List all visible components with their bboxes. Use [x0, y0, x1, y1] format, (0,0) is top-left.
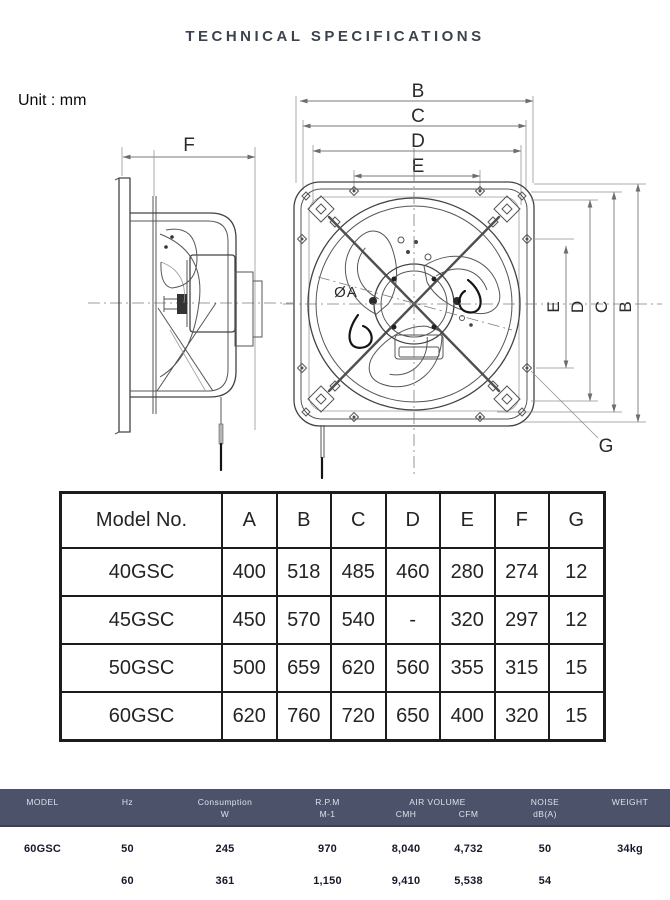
- diameter-label: ØA: [334, 284, 358, 301]
- value-cell: 320: [493, 691, 550, 742]
- value-cell: 320: [439, 595, 496, 645]
- dim-label-b-right: B: [616, 301, 635, 312]
- dim-label-d-right: D: [568, 301, 587, 313]
- dimensions-table: Model No. A B C D E F G 40GSC 400 518 48…: [59, 491, 606, 742]
- spec-row: 60 361 1,150 9,410 5,538 54: [0, 865, 670, 897]
- value-cell: 570: [275, 595, 332, 645]
- spec-col-model: MODEL: [26, 797, 59, 807]
- spec-model-value: 60GSC: [23, 843, 62, 855]
- spec-consumption-value: 245: [215, 843, 235, 855]
- spec-col-consumption: Consumption W: [197, 797, 253, 819]
- value-cell: 620: [330, 643, 387, 693]
- model-cell: 45GSC: [59, 595, 223, 645]
- table-row: 40GSC 400 518 485 460 280 274 12: [59, 547, 605, 597]
- technical-drawing: F: [88, 81, 662, 480]
- spec-hz-value: 60: [121, 875, 134, 887]
- spec-cfm-value: 4,732: [454, 843, 483, 855]
- spec-col-hz: Hz: [121, 797, 134, 807]
- model-cell: 40GSC: [59, 547, 223, 597]
- value-cell: 560: [384, 643, 441, 693]
- dim-label-f: F: [183, 135, 195, 156]
- spec-table-header: MODEL Hz Consumption W R.P.M M-1 AIR VOL…: [0, 789, 670, 827]
- value-cell: 355: [439, 643, 496, 693]
- side-view-drawing: F: [88, 135, 293, 472]
- value-cell: -: [384, 595, 441, 645]
- dim-label-c-right: C: [592, 301, 611, 313]
- value-cell: 400: [221, 547, 278, 597]
- spec-cmh-value: 9,410: [391, 875, 421, 887]
- value-cell: 760: [275, 691, 332, 742]
- value-cell: 540: [330, 595, 387, 645]
- spec-col-air-volume: AIR VOLUME CMH CFM: [395, 797, 479, 819]
- spec-row: 60GSC 50 245 970 8,040 4,732 50 34kg: [0, 833, 670, 865]
- dim-label-d-top: D: [411, 131, 425, 152]
- col-header-d: D: [384, 491, 441, 549]
- col-header-f: F: [493, 491, 550, 549]
- table-row: 60GSC 620 760 720 650 400 320 15: [59, 691, 605, 742]
- col-header-e: E: [439, 491, 496, 549]
- value-cell: 297: [493, 595, 550, 645]
- value-cell: 460: [384, 547, 441, 597]
- value-cell: 620: [221, 691, 278, 742]
- spec-rpm-value: 970: [318, 843, 337, 855]
- value-cell: 12: [548, 595, 605, 645]
- spec-noise-value: 50: [538, 843, 552, 855]
- table-row: 45GSC 450 570 540 - 320 297 12: [59, 595, 605, 645]
- front-view-drawing: B C D E: [283, 81, 662, 480]
- value-cell: 274: [493, 547, 550, 597]
- value-cell: 650: [384, 691, 441, 742]
- unit-label: Unit : mm: [18, 92, 87, 109]
- value-cell: 720: [330, 691, 387, 742]
- spec-cmh-value: 8,040: [391, 843, 421, 855]
- spec-col-noise: NOISE dB(A): [530, 797, 560, 819]
- dim-label-e-right: E: [544, 301, 563, 312]
- spec-air-volume-values: 8,040 4,732: [375, 843, 500, 855]
- spec-col-weight: WEIGHT: [611, 797, 649, 807]
- col-header-b: B: [275, 491, 332, 549]
- dim-label-e-top: E: [412, 156, 425, 177]
- col-header-a: A: [221, 491, 278, 549]
- dim-label-b-top: B: [412, 81, 425, 102]
- dimensions-table-header-row: Model No. A B C D E F G: [59, 491, 605, 549]
- spec-consumption-value: 361: [215, 875, 235, 887]
- value-cell: 315: [493, 643, 550, 693]
- value-cell: 659: [275, 643, 332, 693]
- table-row: 50GSC 500 659 620 560 355 315 15: [59, 643, 605, 693]
- value-cell: 500: [221, 643, 278, 693]
- spec-cfm-value: 5,538: [454, 875, 483, 887]
- dim-label-g: G: [599, 436, 614, 457]
- model-cell: 60GSC: [59, 691, 223, 742]
- value-cell: 280: [439, 547, 496, 597]
- spec-air-volume-values: 9,410 5,538: [375, 875, 500, 887]
- spec-hz-value: 50: [121, 843, 134, 855]
- spec-table-body: 60GSC 50 245 970 8,040 4,732 50 34kg 60 …: [0, 827, 670, 897]
- col-header-model: Model No.: [59, 491, 223, 549]
- col-header-c: C: [330, 491, 387, 549]
- value-cell: 15: [548, 691, 605, 742]
- value-cell: 12: [548, 547, 605, 597]
- spec-rpm-value: 1,150: [313, 875, 342, 887]
- dim-label-c-top: C: [411, 106, 425, 127]
- spec-col-rpm: R.P.M M-1: [315, 797, 340, 819]
- col-header-g: G: [548, 491, 605, 549]
- value-cell: 450: [221, 595, 278, 645]
- page-title: TECHNICAL SPECIFICATIONS: [185, 28, 485, 45]
- spec-weight-value: 34kg: [617, 843, 643, 855]
- value-cell: 485: [330, 547, 387, 597]
- value-cell: 518: [275, 547, 332, 597]
- spec-noise-value: 54: [538, 875, 552, 887]
- value-cell: 400: [439, 691, 496, 742]
- model-cell: 50GSC: [59, 643, 223, 693]
- value-cell: 15: [548, 643, 605, 693]
